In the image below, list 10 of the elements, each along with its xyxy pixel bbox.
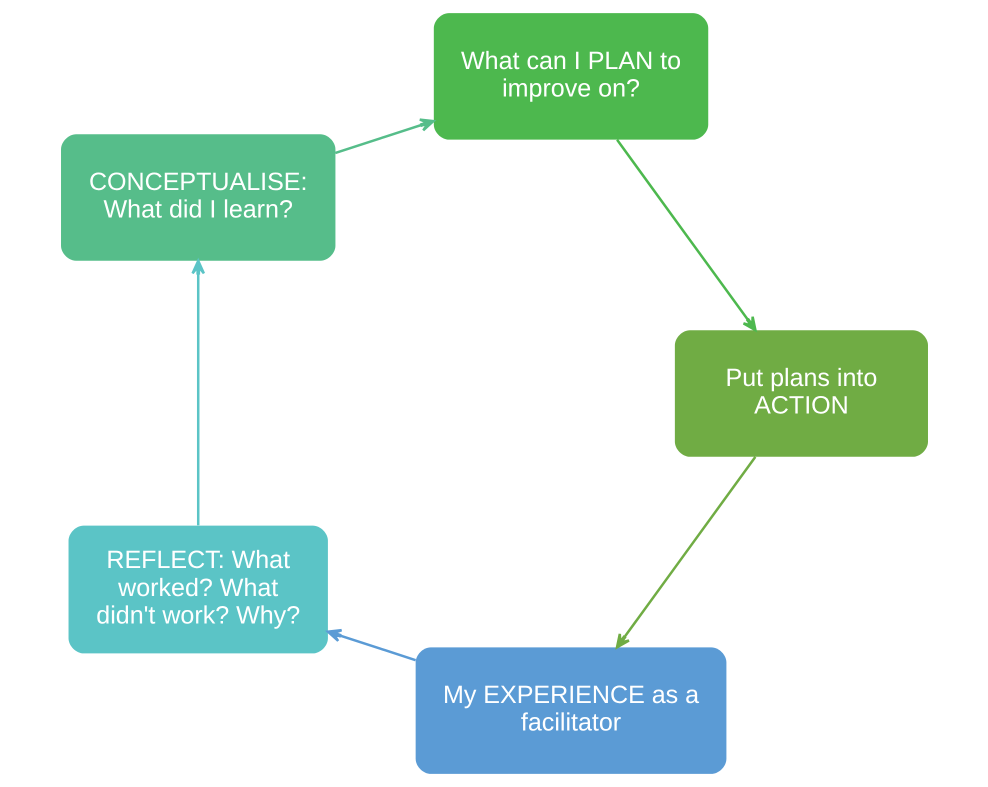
node-box: Put plans into ACTION bbox=[674, 330, 928, 457]
arrow bbox=[190, 260, 205, 526]
arrow bbox=[334, 118, 434, 154]
node-box: What can I PLAN to improve on? bbox=[433, 13, 708, 140]
node-box: REFLECT: What worked? What didn't work? Why? bbox=[68, 526, 328, 654]
arrow bbox=[326, 628, 416, 662]
arrow bbox=[615, 456, 756, 649]
node-box: CONCEPTUALISE: What did I learn? bbox=[60, 134, 335, 261]
arrow bbox=[616, 139, 756, 332]
node-box: My EXPERIENCE as a facilitator bbox=[415, 647, 726, 774]
